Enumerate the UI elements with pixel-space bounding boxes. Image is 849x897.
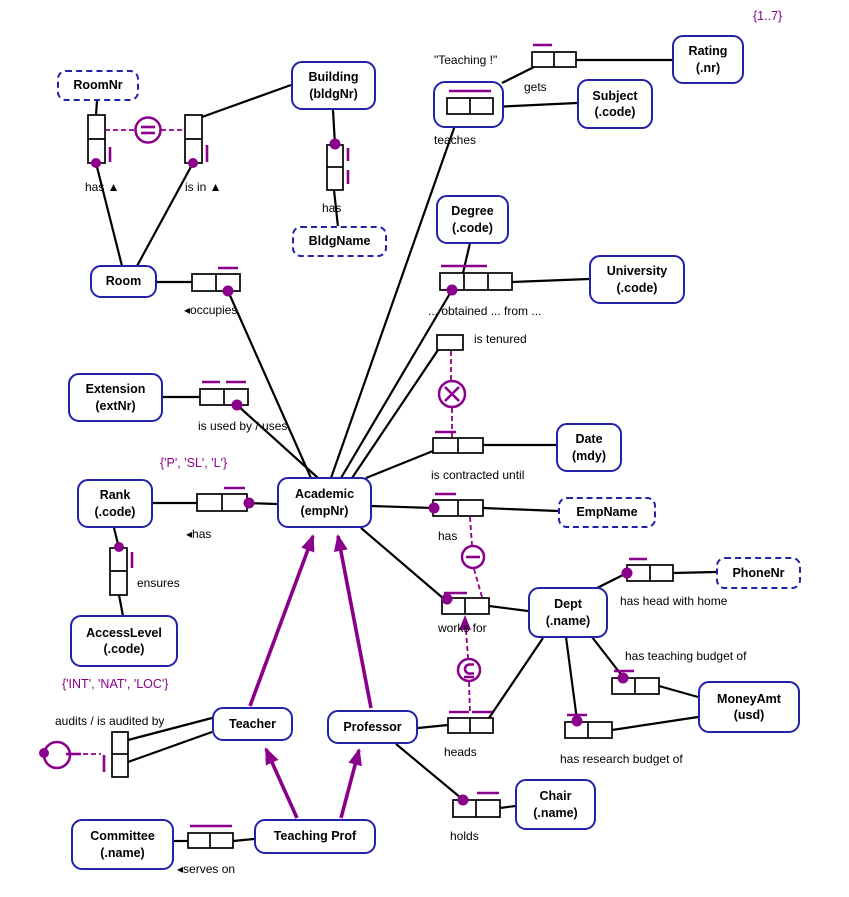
predicate-audits[interactable]: [111, 731, 129, 778]
ring-constraint[interactable]: [39, 740, 101, 770]
reading-heads: heads: [444, 745, 477, 759]
reading-has-roomnr: has ▲: [85, 180, 120, 194]
external-uniqueness-empname-dept-constraint[interactable]: [460, 516, 486, 598]
entity-roomnr[interactable]: RoomNr: [57, 70, 139, 101]
reading-uses: is used by / uses: [198, 419, 288, 433]
predicate-obtained-from[interactable]: [439, 272, 513, 291]
reading-gets: gets: [524, 80, 547, 94]
entity-phonenr[interactable]: PhoneNr: [716, 557, 801, 589]
predicate-ensures[interactable]: [109, 547, 128, 596]
mandatory-dots: [91, 138, 633, 806]
predicate-has-empname[interactable]: [432, 499, 484, 517]
predicate-has-head-home[interactable]: [626, 564, 674, 582]
entity-subject[interactable]: Subject (.code): [577, 79, 653, 129]
reading-teaches: teaches: [434, 133, 477, 147]
entity-accesslevel[interactable]: AccessLevel (.code): [70, 615, 178, 667]
reading-ensures: ensures: [137, 576, 180, 590]
entity-bldgname[interactable]: BldgName: [292, 226, 387, 257]
subtype-arrow-teachingprof-professor: [339, 748, 362, 819]
entity-rating[interactable]: Rating (.nr): [672, 35, 744, 84]
entity-moneyamt[interactable]: MoneyAmt (usd): [698, 681, 800, 733]
reading-works-for: works for: [438, 621, 487, 635]
predicate-serves-on[interactable]: [187, 832, 234, 849]
reading-serves-on: ◂serves on: [177, 862, 236, 876]
entity-teachingprof[interactable]: Teaching Prof: [254, 819, 376, 854]
entity-extension[interactable]: Extension (extNr): [68, 373, 163, 422]
predicate-has-roomnr[interactable]: [87, 114, 106, 164]
entity-date[interactable]: Date (mdy): [556, 423, 622, 472]
reading-is-tenured: is tenured: [474, 332, 527, 346]
entity-room[interactable]: Room: [90, 265, 157, 298]
predicate-works-for[interactable]: [441, 597, 490, 615]
objectified-teaching-frame[interactable]: [433, 81, 504, 128]
entity-teacher[interactable]: Teacher: [212, 707, 293, 741]
predicate-is-in[interactable]: [184, 114, 203, 164]
subtype-arrow-teachingprof-teacher: [264, 747, 299, 819]
entity-university[interactable]: University (.code): [589, 255, 685, 304]
reading-is-contracted: is contracted until: [431, 468, 525, 482]
subset-constraint[interactable]: [456, 615, 482, 714]
entity-degree[interactable]: Degree (.code): [436, 195, 509, 244]
entity-building[interactable]: Building (bldgNr): [291, 61, 376, 110]
connector-lines: [94, 58, 717, 843]
reading-holds: holds: [450, 829, 479, 843]
predicate-has-bldgname[interactable]: [326, 144, 344, 191]
external-uniqueness-room-constraint[interactable]: [105, 116, 185, 144]
predicate-gets[interactable]: [531, 51, 577, 68]
reading-obtained: ... obtained ... from ...: [428, 304, 542, 318]
reading-has-rank: ◂has: [186, 527, 212, 541]
entity-dept[interactable]: Dept (.name): [528, 587, 608, 638]
exclusion-constraint[interactable]: [437, 351, 467, 437]
reading-teaching-budget: has teaching budget of: [625, 649, 747, 663]
predicate-is-contracted-until[interactable]: [432, 437, 484, 454]
predicate-is-tenured[interactable]: [436, 334, 464, 351]
reading-has-head-home: has head with home: [620, 594, 728, 608]
predicate-heads[interactable]: [447, 717, 494, 734]
subtype-arrow-teacher-academic: [248, 534, 315, 707]
reading-has-bldgname: has: [322, 201, 342, 215]
reading-has-empname: has: [438, 529, 458, 543]
value-constraint-accesslevel: {'INT', 'NAT', 'LOC'}: [62, 677, 169, 691]
entity-empname[interactable]: EmpName: [558, 497, 656, 528]
value-constraint-rank: {'P', 'SL', 'L'}: [160, 456, 228, 470]
entity-professor[interactable]: Professor: [327, 710, 418, 744]
reading-is-in: is in ▲: [185, 180, 222, 194]
entity-chair[interactable]: Chair (.name): [515, 779, 596, 830]
objectified-name-label: "Teaching !": [434, 53, 498, 67]
entity-academic[interactable]: Academic (empNr): [277, 477, 372, 528]
reading-occupies: ◂occupies: [184, 303, 238, 317]
predicate-has-rank[interactable]: [196, 493, 248, 512]
reading-research-budget: has research budget of: [560, 752, 683, 766]
entity-rank[interactable]: Rank (.code): [77, 479, 153, 528]
subtype-arrow-professor-academic: [333, 534, 373, 709]
value-constraint-rating: {1..7}: [753, 9, 783, 23]
predicate-research-budget[interactable]: [564, 721, 613, 739]
subtype-arrows: [248, 534, 373, 819]
entity-committee[interactable]: Committee (.name): [71, 819, 174, 870]
reading-audits: audits / is audited by: [55, 714, 165, 728]
